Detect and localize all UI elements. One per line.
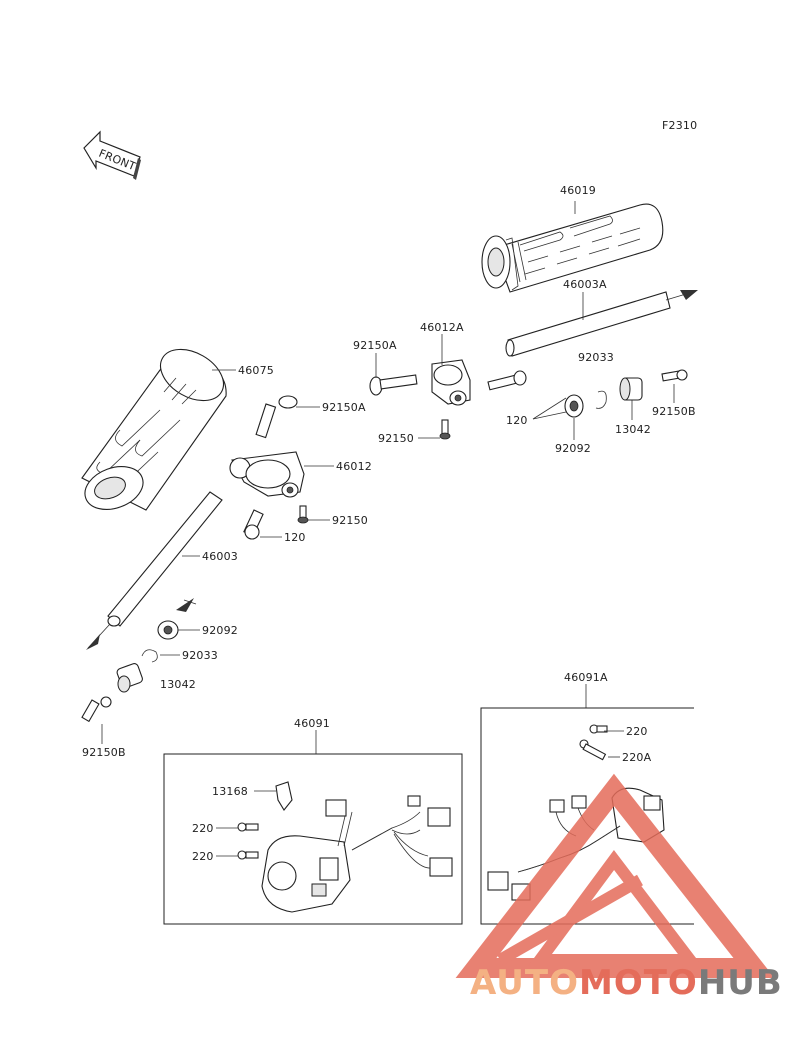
pipe-arrow-icon [176, 598, 194, 612]
screw-220-a [237, 822, 259, 832]
bolt-120-left [243, 509, 264, 540]
label-220A: 220A [622, 751, 652, 764]
grip-right [481, 203, 664, 293]
screw-220-c [589, 724, 608, 734]
watermark-moto: MOTO [579, 963, 698, 1003]
label-46012: 46012 [336, 460, 372, 473]
label-92150A-left: 92150A [322, 401, 366, 414]
bolt-92150-left [297, 505, 309, 524]
bolt-92150B-left [81, 696, 112, 723]
grip-left [81, 348, 227, 511]
pipe-left [86, 491, 223, 650]
label-92150A-right: 92150A [353, 339, 397, 352]
label-46012A: 46012A [420, 321, 464, 334]
screw-220A [579, 739, 607, 761]
label-220-a: 220 [192, 822, 214, 835]
label-220-b: 220 [192, 850, 214, 863]
watermark-auto: AUTO [470, 963, 579, 1003]
label-92092-right: 92092 [555, 442, 591, 455]
switch-left-box [163, 753, 463, 925]
label-46075: 46075 [238, 364, 274, 377]
clamp-13168 [275, 781, 293, 811]
label-46019: 46019 [560, 184, 596, 197]
screw-220-b [237, 850, 259, 860]
label-92150B-right: 92150B [652, 405, 696, 418]
holder-right [431, 359, 471, 406]
label-92033-right: 92033 [578, 351, 614, 364]
snap-ring-left-icon [141, 649, 158, 663]
label-92150-right: 92150 [378, 432, 414, 445]
watermark-text: AUTOMOTOHUB [470, 963, 783, 1003]
watermark-hub: HUB [698, 963, 783, 1003]
label-120-left: 120 [284, 531, 306, 544]
switch-housing-left [261, 795, 453, 913]
holder-left [229, 451, 305, 498]
weight-right [619, 377, 643, 401]
weight-left [116, 663, 143, 693]
label-46091: 46091 [294, 717, 330, 730]
watermark-logo [455, 773, 775, 978]
label-220-c: 220 [626, 725, 648, 738]
snap-ring-right-icon [595, 390, 607, 409]
bolt-92150A-left [255, 395, 298, 439]
label-92092-left: 92092 [202, 624, 238, 637]
label-13042-left: 13042 [160, 678, 196, 691]
label-46003: 46003 [202, 550, 238, 563]
label-120-right: 120 [506, 414, 528, 427]
label-46003A: 46003A [563, 278, 607, 291]
damper-right [564, 394, 584, 418]
bolt-92150B-right [661, 369, 688, 382]
label-92150B-left: 92150B [82, 746, 126, 759]
bolt-92150-right [439, 419, 451, 440]
front-arrow-icon: FRONT [83, 130, 141, 180]
damper-left [157, 620, 179, 640]
pipe-right [505, 290, 698, 357]
label-13168: 13168 [212, 785, 248, 798]
label-46091A: 46091A [564, 671, 608, 684]
label-92150-left: 92150 [332, 514, 368, 527]
switch-right-box [480, 707, 694, 925]
label-13042-right: 13042 [615, 423, 651, 436]
bolt-92150A-right [369, 374, 418, 396]
bolt-120-right [487, 370, 527, 391]
label-92033-left: 92033 [182, 649, 218, 662]
figure-code: F2310 [662, 119, 697, 132]
